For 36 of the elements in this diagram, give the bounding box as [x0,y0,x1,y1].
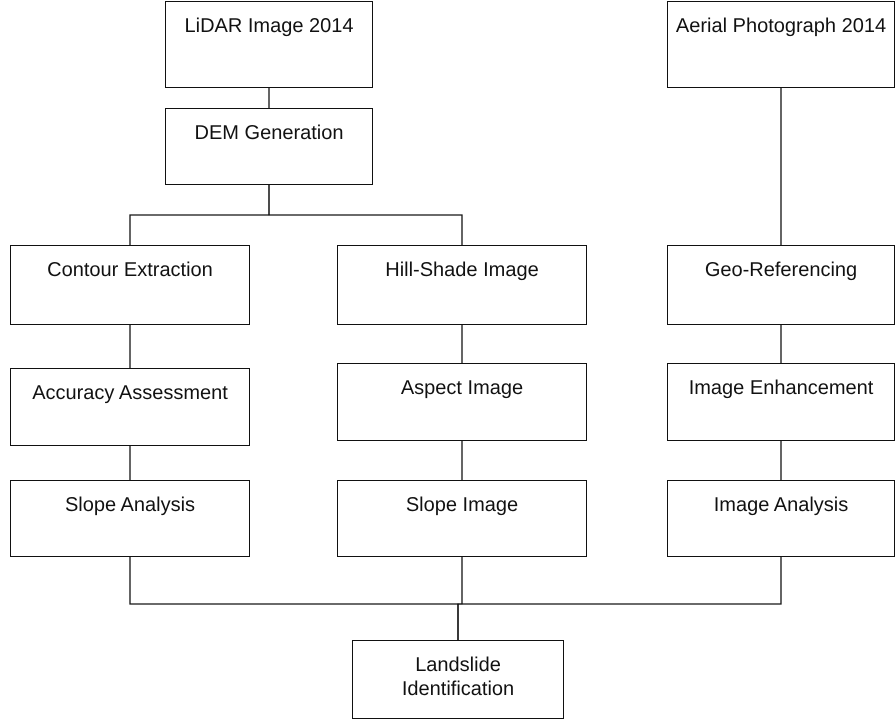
box-label: Contour Extraction [46,258,214,282]
connector-line [461,441,463,480]
process-box [667,1,895,88]
connector-line [129,325,131,368]
process-box [165,1,373,88]
process-box [667,480,895,557]
box-label: Hill-Shade Image [384,258,540,282]
box-label: Image Analysis [712,493,850,517]
box-label: Slope Analysis [64,493,196,517]
connector-line [780,441,782,480]
process-box [10,245,250,325]
connector-line [461,325,463,363]
process-box [337,363,587,441]
box-label: Accuracy Assessment [31,381,229,405]
box-label: Aspect Image [400,376,524,400]
box-label: Landslide Identification [400,653,516,701]
connector-line [457,557,782,640]
process-box [337,245,587,325]
box-label: Geo-Referencing [704,258,858,282]
box-label: DEM Generation [194,121,344,145]
connector-line [268,88,270,108]
box-label: Aerial Photograph 2014 [674,14,888,38]
process-box [337,480,587,557]
process-box [165,108,373,185]
box-label: LiDAR Image 2014 [184,14,354,38]
process-box [667,363,895,441]
process-box [352,640,564,719]
process-box [10,368,250,446]
process-box [10,480,250,557]
box-label: Slope Image [404,493,520,517]
connector-line [129,446,131,480]
box-label: Image Enhancement [688,376,874,400]
connector-line [780,88,782,245]
process-box [667,245,895,325]
connector-line [780,325,782,363]
connector-line [268,185,463,245]
